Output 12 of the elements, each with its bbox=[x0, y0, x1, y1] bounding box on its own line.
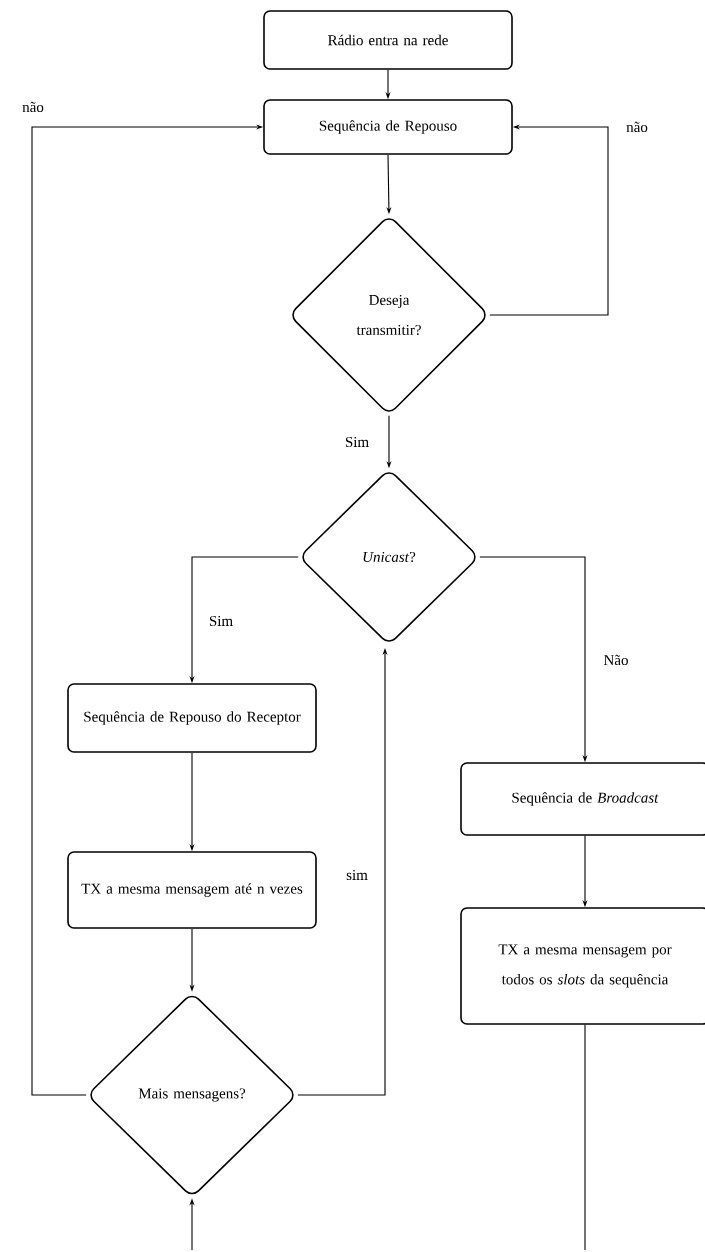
edge-label: Não bbox=[602, 653, 630, 667]
process-box: TX a mesma mensagem até n vezes bbox=[67, 851, 317, 929]
process-box: Sequência de Repouso do Receptor bbox=[67, 683, 317, 753]
edge-label: Sim bbox=[343, 435, 371, 449]
process-box: Sequência de Broadcast bbox=[460, 762, 705, 836]
edge-label: não bbox=[625, 120, 649, 134]
edge-label: Sim bbox=[207, 614, 235, 628]
process-box: Sequência de Repouso bbox=[263, 99, 513, 155]
process-box: Rádio entra na rede bbox=[263, 10, 513, 70]
process-box: TX a mesma mensagem por todos os slots da sequência bbox=[460, 907, 705, 1025]
edge-label: sim bbox=[345, 868, 369, 882]
edge-label: não bbox=[21, 100, 45, 114]
